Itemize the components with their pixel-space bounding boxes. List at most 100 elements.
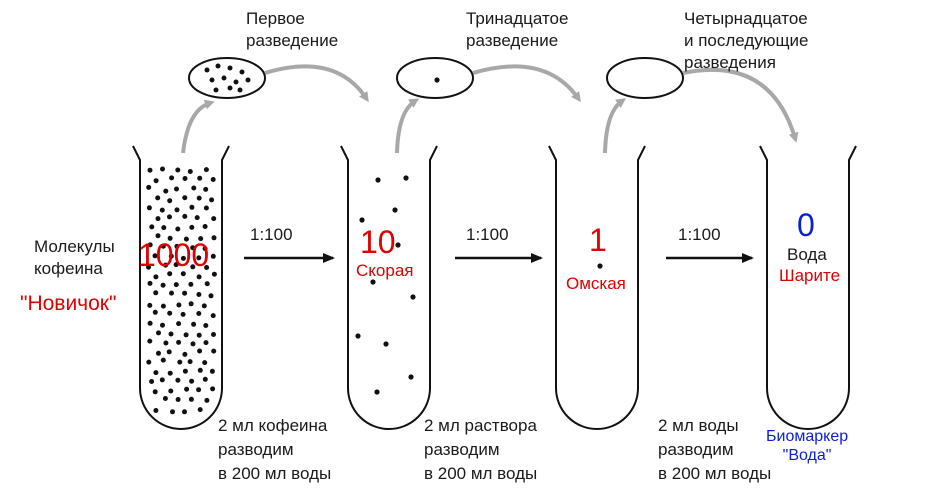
molecule-dot: [370, 279, 376, 285]
molecule-dot: [197, 367, 203, 373]
molecule-dot: [180, 271, 186, 277]
ratio-label-2: 1:100: [466, 225, 509, 244]
molecule-dot: [173, 282, 179, 288]
molecule-dot: [188, 396, 194, 402]
molecule-dot: [201, 303, 207, 309]
molecule-dot: [190, 341, 196, 347]
molecule-dot: [169, 175, 175, 181]
transfer-arrow-3a: [603, 98, 627, 154]
molecule-dot: [174, 207, 180, 213]
sample-ellipse-3: [606, 57, 684, 99]
molecule-dot: [153, 408, 159, 413]
molecule-dot: [146, 264, 151, 270]
molecule-dot: [210, 386, 216, 392]
molecule-dot: [202, 360, 208, 366]
molecule-dot: [187, 359, 193, 365]
molecule-dot: [180, 311, 186, 317]
molecule-dot: [162, 396, 168, 401]
molecule-dot: [239, 69, 245, 75]
molecule-dot: [203, 340, 209, 346]
molecule-dot: [210, 253, 216, 259]
molecule-dot: [182, 195, 188, 201]
molecule-dot: [188, 281, 194, 287]
tube3-count: 1: [589, 222, 607, 258]
transfer-arrow-1a: [181, 99, 215, 154]
molecule-dot: [203, 186, 209, 192]
tube4-count: 0: [797, 207, 815, 243]
molecule-dot: [147, 338, 153, 344]
molecule-dot: [167, 198, 173, 204]
caffeine-molecules-label: Молекулы кофеина: [34, 237, 115, 278]
molecule-dot: [189, 378, 195, 384]
molecule-dot: [175, 167, 181, 173]
molecule-dot: [245, 77, 251, 83]
molecule-dot: [188, 301, 194, 307]
molecule-dot: [153, 178, 159, 184]
molecule-dot: [160, 303, 166, 309]
tube2-count: 10: [360, 224, 396, 260]
molecule-dot: [146, 205, 152, 211]
molecule-dot: [183, 332, 189, 338]
molecule-dot: [176, 302, 182, 308]
molecule-dot: [175, 226, 181, 232]
molecule-dot: [163, 262, 169, 268]
molecule-dot: [168, 253, 174, 259]
molecule-dot: [177, 359, 183, 365]
molecule-dot: [197, 348, 203, 354]
molecule-dot: [160, 282, 166, 288]
molecule-dot: [146, 184, 152, 190]
sample-ellipse-2: [396, 57, 474, 99]
test-tube-3: [548, 145, 646, 430]
molecule-dot: [149, 379, 155, 384]
ratio-label-3: 1:100: [678, 225, 721, 244]
tube3-name: Омская: [566, 274, 626, 293]
molecule-dot: [410, 294, 416, 300]
molecule-dot: [167, 370, 173, 376]
molecule-dot: [182, 290, 188, 296]
step-caption-thirteenth: Тринадцатое разведение: [466, 9, 569, 50]
molecule-dot: [202, 224, 208, 229]
tube2-name: Скорая: [356, 261, 414, 280]
molecule-dot: [167, 310, 173, 316]
step-caption-fourteenth: Четырнадцатое и последующие разведения: [684, 9, 809, 72]
transfer-arrow-1b: [264, 64, 369, 103]
transfer-arrow-2b: [472, 64, 581, 103]
molecule-dot: [156, 330, 161, 336]
molecule-dot: [189, 204, 195, 210]
molecule-dot: [182, 213, 188, 219]
molecule-dot: [196, 195, 202, 201]
molecule-dot: [191, 321, 197, 327]
molecule-dot: [182, 351, 188, 357]
molecule-dot: [163, 340, 169, 346]
biomarker-label: Биомаркер "Вода": [766, 428, 849, 464]
molecule-dot: [209, 197, 215, 203]
molecule-dot: [175, 377, 181, 383]
tube4-name: Шарите: [779, 266, 841, 285]
molecule-dot: [161, 225, 167, 231]
molecule-dot: [184, 386, 190, 392]
molecule-dot: [204, 265, 210, 270]
molecule-dot: [202, 246, 208, 252]
molecule-dot: [155, 195, 161, 201]
molecule-dot: [204, 397, 210, 403]
molecule-dot: [403, 175, 409, 181]
molecule-dot: [191, 185, 197, 191]
molecule-dot: [196, 387, 202, 393]
molecule-dot: [392, 207, 398, 213]
molecule-dot: [383, 341, 389, 347]
molecule-dot: [233, 79, 239, 85]
molecule-dot: [203, 205, 209, 211]
instruction-1: 2 мл кофеина разводим в 200 мл воды: [218, 416, 332, 483]
molecule-dot: [227, 85, 233, 91]
instruction-2: 2 мл раствора разводим в 200 мл воды: [424, 416, 538, 483]
sample-ellipse-1: [188, 57, 266, 99]
molecule-dot: [187, 169, 193, 174]
molecule-dot: [173, 262, 179, 268]
tube1-name: "Новичок": [20, 292, 117, 315]
molecule-dot: [198, 236, 204, 242]
molecule-dot: [190, 245, 196, 251]
molecule-dot: [166, 349, 172, 355]
molecule-dot: [176, 339, 182, 345]
molecule-dot: [147, 167, 153, 173]
